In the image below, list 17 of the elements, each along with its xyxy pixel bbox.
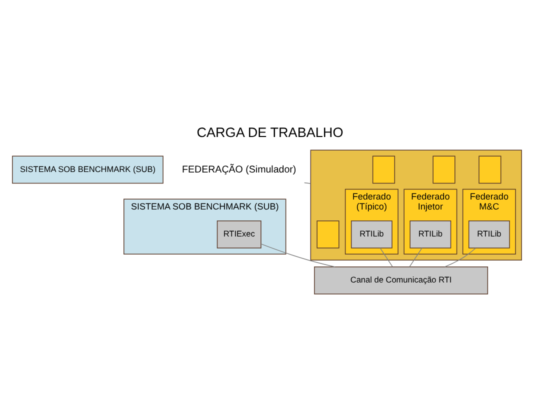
node-box	[432, 155, 456, 184]
node-box: Canal de Comunicação RTI	[314, 266, 488, 294]
node-box: RTILib	[468, 220, 510, 248]
connector	[409, 247, 422, 267]
node-box: RTILib	[410, 220, 452, 248]
diagram-title: CARGA DE TRABALHO	[196, 124, 344, 140]
node-box: RTILib	[350, 220, 392, 248]
node-box: RTIExec	[216, 220, 262, 248]
connector	[304, 182, 312, 184]
cluster	[310, 149, 522, 260]
connector	[444, 247, 476, 267]
node-box	[478, 155, 502, 184]
connector	[380, 247, 393, 267]
node-text: FEDERAÇÃO (Simulador)	[182, 164, 296, 175]
node-box	[316, 220, 340, 248]
node-box	[372, 155, 396, 184]
node-box: SISTEMA SOB BENCHMARK (SUB)	[12, 155, 164, 184]
